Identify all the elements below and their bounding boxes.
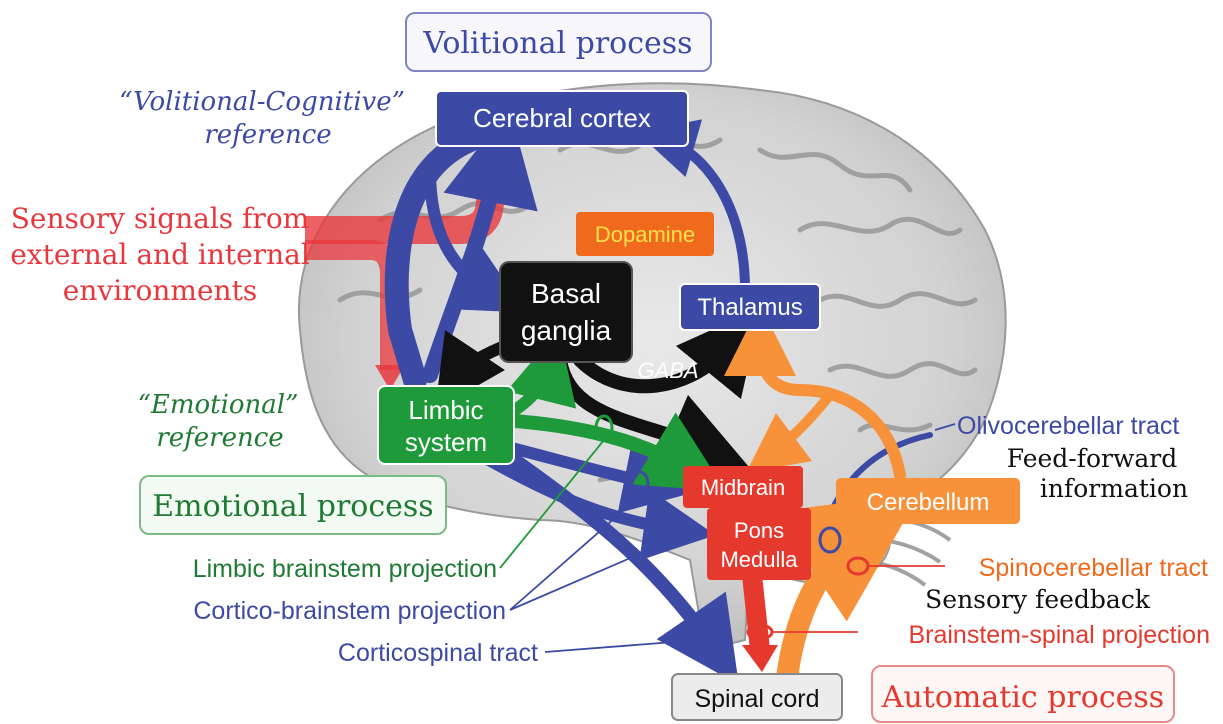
basal-ganglia-label-1: Basal (531, 278, 601, 309)
feedforward-line1: Feed-forward (1007, 444, 1178, 473)
thalamus-box: Thalamus (679, 283, 821, 331)
midbrain-label: Midbrain (701, 475, 785, 500)
basal-ganglia-label-2: ganglia (521, 315, 612, 346)
sensory-signals-line2: external and internal (10, 238, 310, 271)
emotional-process-box: Emotional process (139, 475, 447, 535)
spinocerebellar-tract-label: Spinocerebellar tract (979, 554, 1208, 582)
spinal-cord-label: Spinal cord (694, 685, 819, 713)
olivocerebellar-tract-label: Olivocerebellar tract (957, 412, 1179, 440)
emotional-process-label: Emotional process (152, 489, 433, 524)
gaba-label: GABA (637, 358, 698, 383)
volitional-process-label: Volitional process (422, 26, 692, 61)
sensory-feedback-label: Sensory feedback (925, 585, 1151, 614)
volitional-reference-line2: reference (204, 120, 331, 150)
midbrain-box: Midbrain (683, 466, 803, 508)
limbic-system-box: Limbic system (377, 385, 515, 465)
basal-ganglia-box: Basal ganglia (499, 261, 633, 363)
cortico-brainstem-label: Cortico-brainstem projection (193, 597, 506, 625)
limbic-label-1: Limbic (408, 395, 483, 425)
leader-lines (499, 423, 956, 653)
sensory-signals-line1: Sensory signals from (11, 202, 309, 235)
pons-label: Pons (734, 518, 784, 543)
corticospinal-tract-label: Corticospinal tract (338, 639, 538, 667)
dopamine-box: Dopamine (576, 212, 714, 256)
sensory-signals-line3: environments (63, 274, 257, 307)
brainstem-spinal-label: Brainstem-spinal projection (908, 621, 1210, 649)
cerebellum-box: Cerebellum (836, 478, 1020, 524)
limbic-brainstem-label: Limbic brainstem projection (193, 555, 497, 583)
medulla-label: Medulla (720, 547, 798, 572)
volitional-arrows (384, 107, 933, 685)
emotional-reference-line1: “Emotional” (138, 390, 299, 420)
automatic-process-label: Automatic process (881, 680, 1164, 715)
emotional-reference-line2: reference (156, 423, 283, 453)
spinal-cord-box: Spinal cord (671, 673, 843, 721)
automatic-process-box: Automatic process (871, 665, 1175, 723)
pons-medulla-box: Pons Medulla (707, 508, 811, 580)
limbic-label-2: system (405, 427, 487, 457)
volitional-reference-line1: “Volitional-Cognitive” (119, 87, 405, 117)
volitional-process-box: Volitional process (405, 12, 712, 72)
cerebral-cortex-box: Cerebral cortex (435, 90, 689, 147)
dopamine-label: Dopamine (595, 222, 695, 247)
cerebellar-arrows (724, 304, 920, 711)
cerebellum-label: Cerebellum (867, 489, 990, 516)
cerebral-cortex-label: Cerebral cortex (473, 103, 651, 133)
thalamus-label: Thalamus (697, 294, 802, 321)
feedforward-line2: information (1040, 474, 1188, 503)
emotional-arrows (493, 330, 727, 492)
